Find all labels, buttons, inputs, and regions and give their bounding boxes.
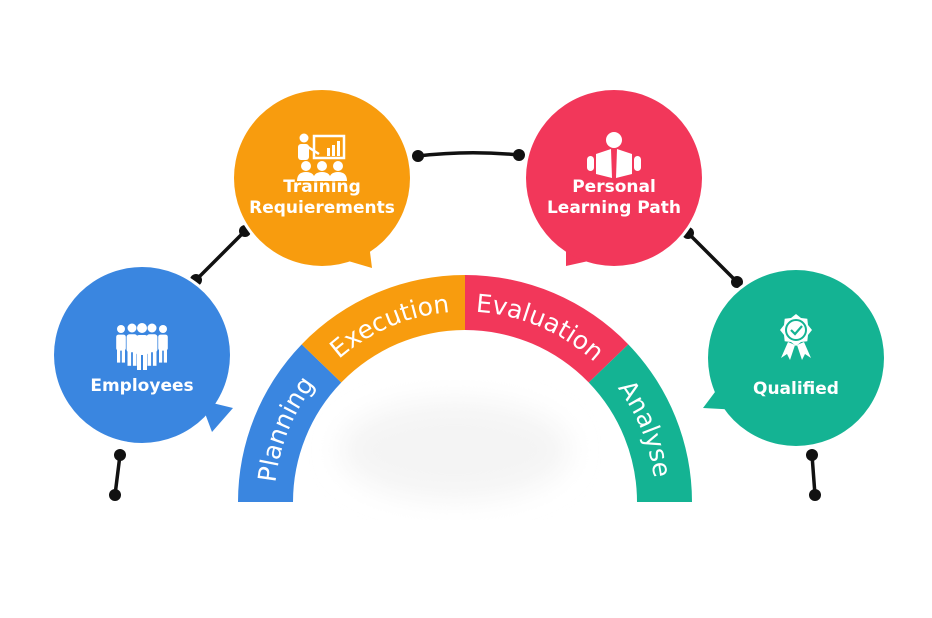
connector-dot <box>513 149 525 161</box>
trainer-presentation-icon <box>297 133 347 181</box>
connector-training-personal <box>412 149 525 162</box>
node-label: Learning Path <box>547 198 681 218</box>
award-badge-check-icon <box>780 314 812 360</box>
arc-segment-evaluation <box>465 275 629 383</box>
arc-segment-execution <box>301 275 465 383</box>
node-label: Personal <box>572 177 656 197</box>
node-label: Qualified <box>753 379 839 399</box>
connector-qualified-bottom <box>806 449 821 501</box>
connector-dot <box>412 150 424 162</box>
reader-book-icon <box>587 132 641 178</box>
node-label: Employees <box>90 376 193 396</box>
connector-dot <box>809 489 821 501</box>
node-employees: Employees <box>51 264 233 446</box>
connector-dot <box>114 449 126 461</box>
center-glow <box>340 400 570 500</box>
connector-dot <box>731 276 743 288</box>
connector-employees-training <box>190 225 251 286</box>
employees-group-icon <box>116 323 168 370</box>
node-label: Requierements <box>249 198 395 218</box>
arc-segment-analyse <box>588 344 692 502</box>
bubble-circle <box>526 90 702 266</box>
connector-employees-bottom <box>109 449 126 501</box>
bubble-circle <box>708 270 884 446</box>
node-qualified: Qualified <box>703 267 887 449</box>
connector-dot <box>806 449 818 461</box>
arc-segment-planning <box>238 344 342 502</box>
connector-personal-qualified <box>682 227 743 288</box>
connectors <box>109 149 821 501</box>
node-label: Training <box>283 177 361 197</box>
connector-dot <box>109 489 121 501</box>
